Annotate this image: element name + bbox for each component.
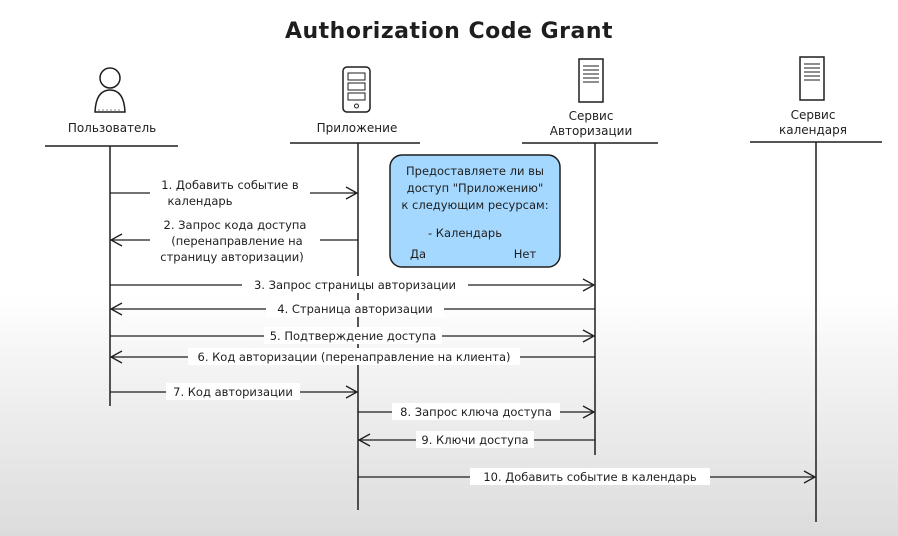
message-2-line-3: страницу авторизации) <box>160 250 303 264</box>
actor-label-app: Приложение <box>317 121 398 135</box>
message-8-label: 8. Запрос ключа доступа <box>400 405 552 419</box>
message-5-label: 5. Подтверждение доступа <box>270 329 437 343</box>
actor-auth-service: Сервис Авторизации <box>522 58 658 455</box>
message-3-label: 3. Запрос страницы авторизации <box>254 278 456 292</box>
message-10: 10. Добавить событие в календарь <box>358 468 817 485</box>
message-1-line-1: 1. Добавить событие в <box>161 178 299 192</box>
actor-user: Пользователь <box>45 67 178 406</box>
message-6: 6. Код авторизации (перенаправление на к… <box>109 348 595 365</box>
consent-no-button[interactable]: Нет <box>514 247 537 261</box>
consent-line-1: Предоставляете ли вы <box>406 164 544 178</box>
actor-app: Приложение <box>290 66 420 510</box>
actor-label-user: Пользователь <box>68 121 156 135</box>
actor-label-calendar-line1: Сервис <box>791 108 836 122</box>
message-10-label: 10. Добавить событие в календарь <box>483 470 697 484</box>
consent-item: - Календарь <box>428 226 502 240</box>
message-2-line-1: 2. Запрос кода доступа <box>164 218 307 232</box>
consent-dialog: Предоставляете ли вы доступ "Приложению"… <box>389 154 561 268</box>
message-8: 8. Запрос ключа доступа <box>358 403 596 420</box>
message-1-line-2: календарь <box>167 194 232 208</box>
server-icon <box>578 58 604 103</box>
user-icon <box>94 67 126 113</box>
actor-label-auth-line2: Авторизации <box>550 124 633 138</box>
phone-app-icon <box>342 66 371 113</box>
diagram-title: Authorization Code Grant <box>285 19 613 44</box>
consent-line-2: доступ "Приложению" <box>407 181 543 195</box>
message-2: 2. Запрос кода доступа (перенаправление … <box>109 217 358 265</box>
message-7: 7. Код авторизации <box>110 383 359 400</box>
consent-line-3: к следующим ресурсам: <box>401 198 548 212</box>
consent-yes-button[interactable]: Да <box>410 247 426 261</box>
message-9-label: 9. Ключи доступа <box>421 433 528 447</box>
message-6-label: 6. Код авторизации (перенаправление на к… <box>198 350 511 364</box>
message-3: 3. Запрос страницы авторизации <box>110 276 596 293</box>
message-9: 9. Ключи доступа <box>357 431 595 448</box>
actor-label-auth-line1: Сервис <box>569 109 614 123</box>
message-5: 5. Подтверждение доступа <box>110 327 596 344</box>
message-1: 1. Добавить событие в календарь <box>110 176 359 212</box>
server-icon <box>799 56 825 101</box>
actor-calendar-service: Сервис календаря <box>750 56 882 522</box>
message-4: 4. Страница авторизации <box>109 300 595 317</box>
actor-label-calendar-line2: календаря <box>779 123 847 137</box>
message-2-line-2: (перенаправление на <box>171 234 302 248</box>
message-4-label: 4. Страница авторизации <box>277 302 433 316</box>
message-7-label: 7. Код авторизации <box>173 385 293 399</box>
